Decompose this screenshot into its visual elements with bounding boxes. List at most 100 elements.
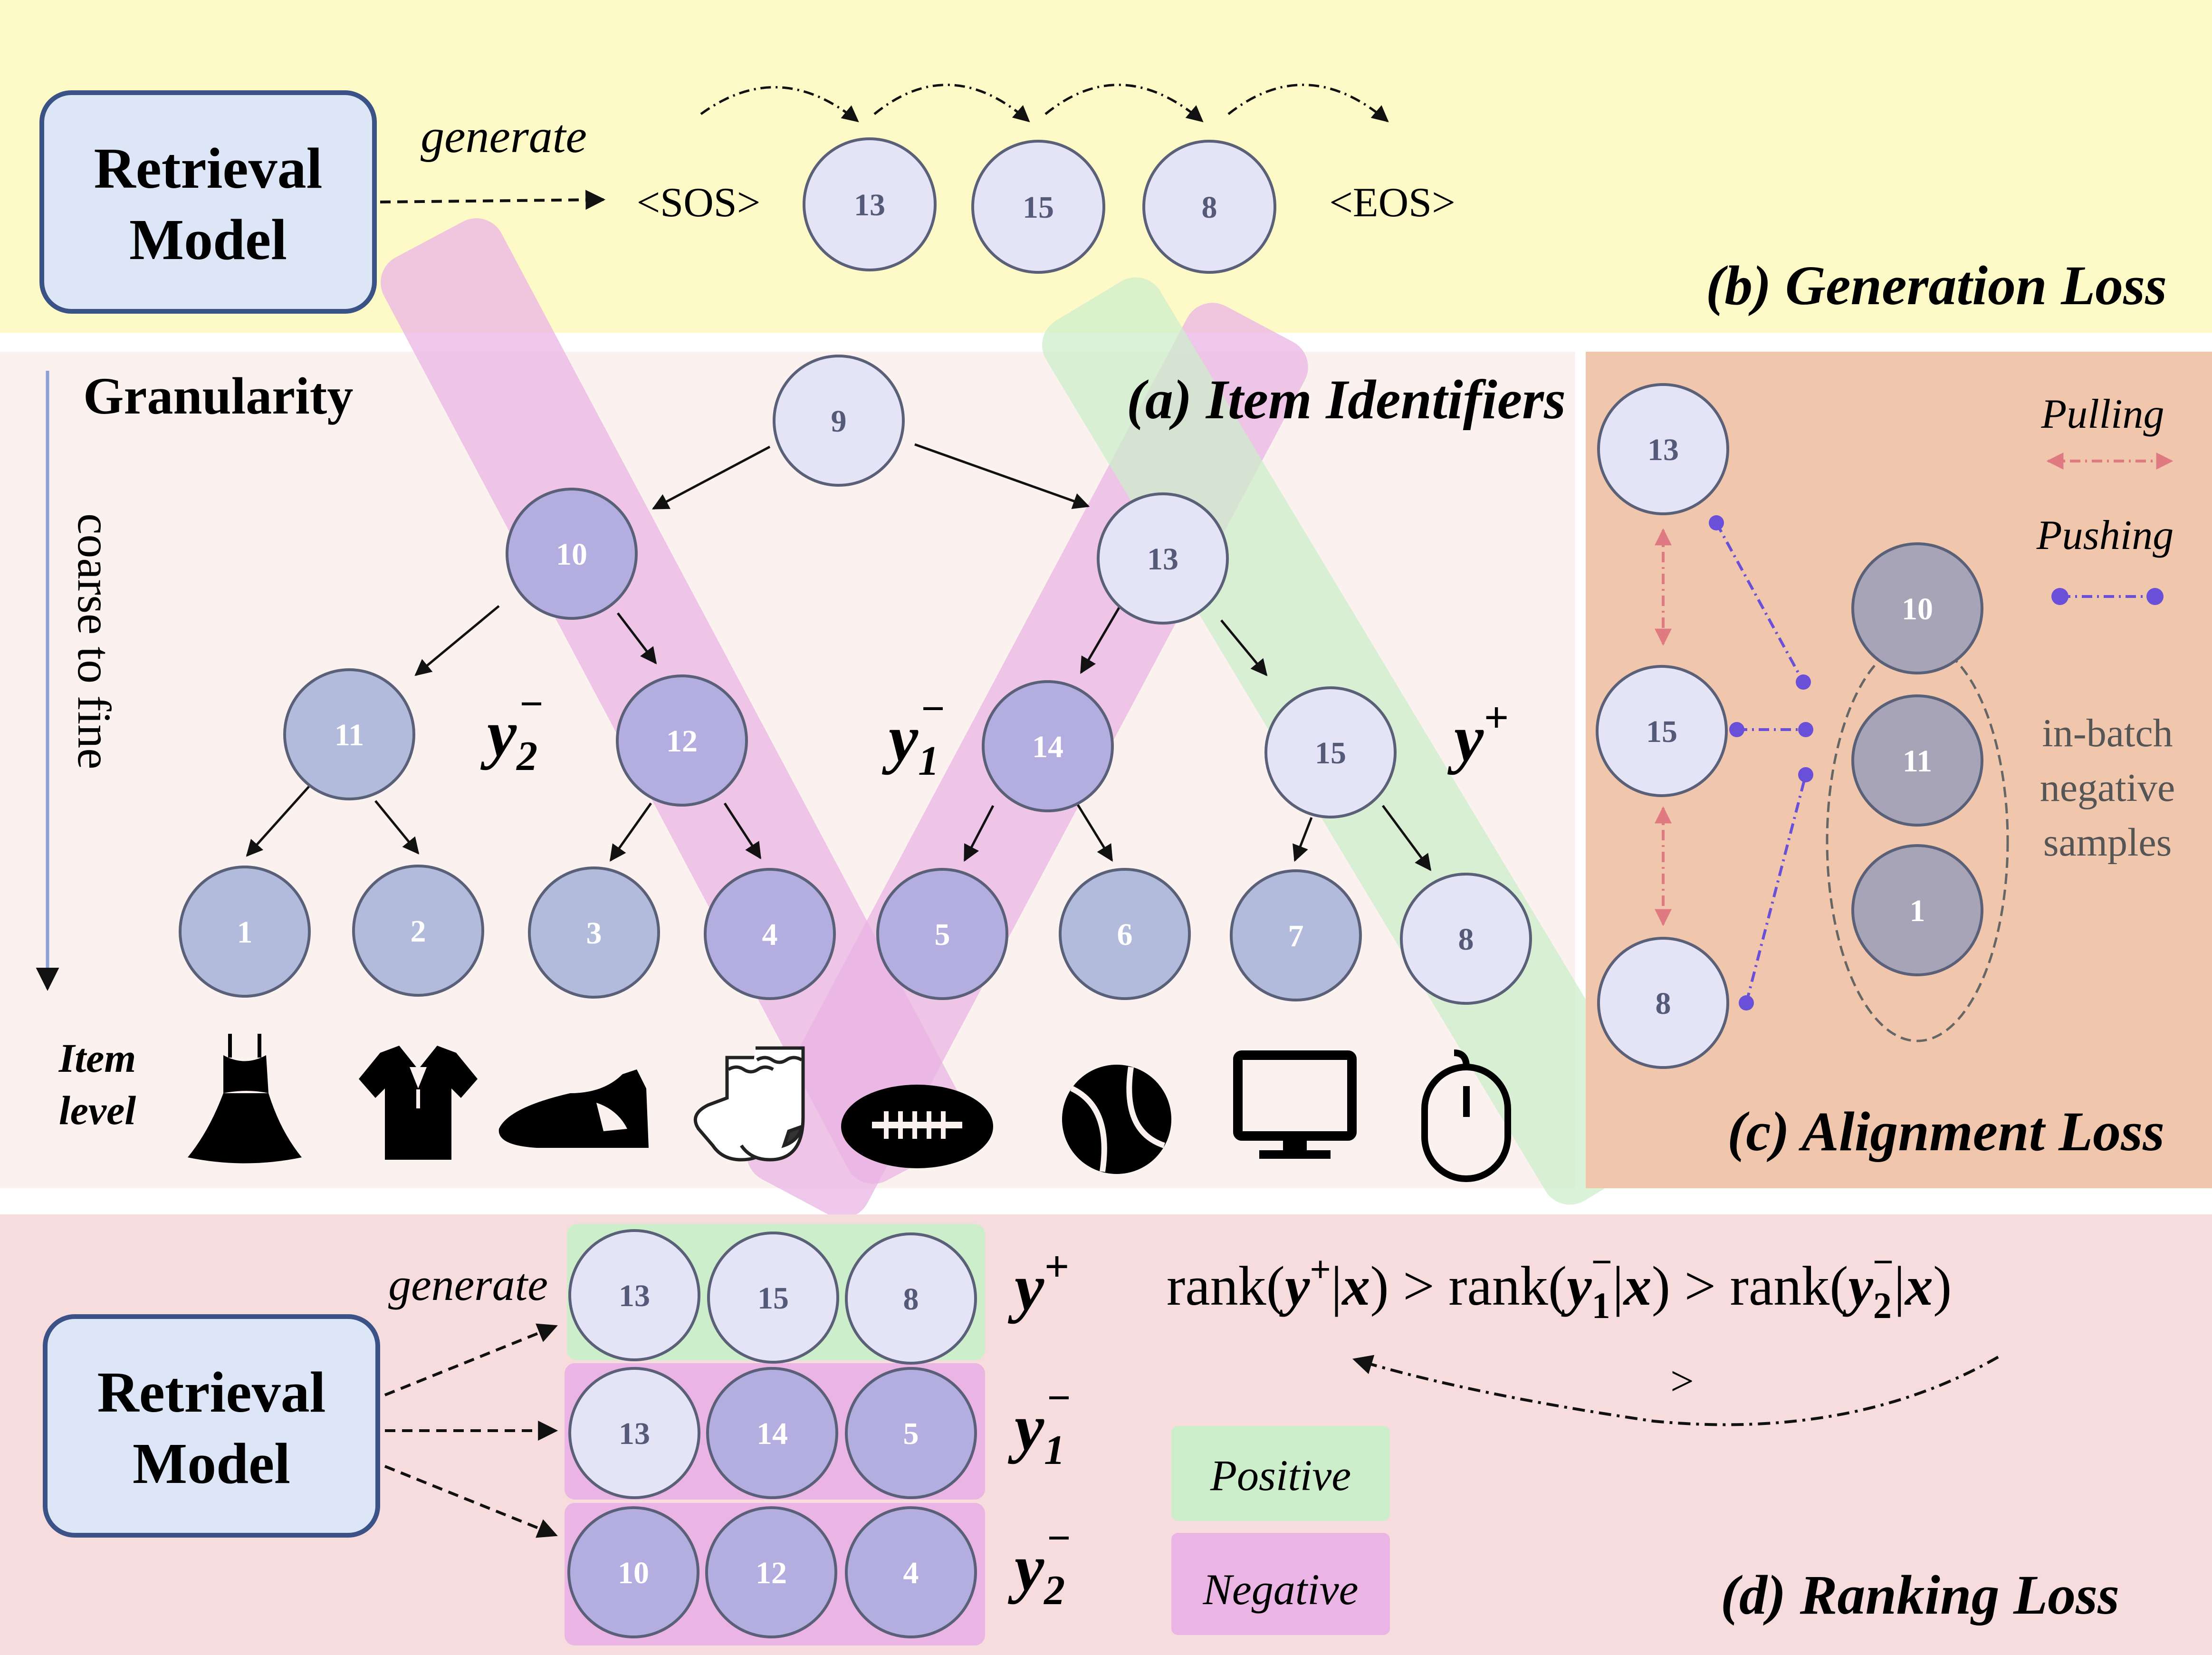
rank-row-negative-2: 10 12 4: [567, 1506, 977, 1638]
svg-text:12: 12: [756, 1556, 787, 1590]
svg-text:8: 8: [1458, 922, 1474, 957]
granularity-label: Granularity: [83, 367, 353, 425]
mouse-icon: [1421, 1049, 1511, 1182]
football-icon: [841, 1085, 993, 1168]
tree-leaf-4: 4: [704, 868, 836, 1000]
svg-text:11: 11: [335, 718, 364, 752]
polo-shirt-icon: [359, 1046, 478, 1160]
svg-text:15: 15: [1646, 714, 1677, 749]
tree-leaf-3: 3: [528, 866, 660, 999]
tree-leaf-6: 6: [1059, 868, 1191, 1000]
svg-text:5: 5: [903, 1416, 919, 1451]
svg-text:8: 8: [1202, 190, 1217, 225]
rank-row-positive: 13 15 8: [568, 1229, 977, 1365]
svg-text:1: 1: [237, 915, 253, 950]
socks-icon: [693, 1046, 805, 1162]
coarse-to-fine-label: coarse to fine: [68, 513, 121, 770]
svg-text:6: 6: [1117, 917, 1133, 952]
tree-node-14: 14: [982, 680, 1114, 812]
svg-text:15: 15: [1315, 736, 1346, 770]
legend-positive-label: Positive: [1210, 1451, 1351, 1500]
tree-leaf-1: 1: [179, 866, 311, 998]
tree-edges: [246, 443, 1432, 871]
svg-text:10: 10: [618, 1556, 649, 1590]
in-batch-label-line2: negative: [2040, 766, 2175, 810]
svg-text:7: 7: [1288, 919, 1304, 953]
retrieval-model-box-d: [43, 1314, 380, 1538]
generate-arrow-b: [380, 190, 606, 210]
item-level-label-line1: Item: [58, 1035, 136, 1081]
legend-positive-swatch: [1171, 1426, 1390, 1521]
gen-curve-arrow-2: [873, 84, 1030, 123]
pulling-label: Pulling: [2040, 391, 2164, 437]
negative-node-11: 11: [1851, 694, 1983, 827]
negative-node-1: 1: [1851, 844, 1983, 976]
eos-token: <EOS>: [1329, 180, 1456, 226]
svg-text:9: 9: [831, 404, 847, 439]
tennis-ball-icon: [1062, 1065, 1171, 1174]
panel-d-title: (d) Ranking Loss: [1721, 1564, 2119, 1626]
svg-text:15: 15: [1023, 190, 1054, 225]
tree-leaf-7: 7: [1230, 869, 1362, 1001]
tree-node-12: 12: [616, 674, 748, 807]
svg-text:2: 2: [411, 914, 426, 949]
pushing-lines: [1709, 515, 1813, 1010]
svg-text:4: 4: [903, 1556, 919, 1590]
retrieval-model-label-d-line1: Retrieval: [97, 1360, 326, 1424]
svg-text:13: 13: [854, 188, 885, 222]
generate-label-b: generate: [421, 110, 587, 163]
tree-node-15: 15: [1264, 686, 1397, 818]
tree-node-11: 11: [283, 668, 415, 800]
svg-text:4: 4: [762, 917, 778, 952]
shoe-icon: [498, 1069, 649, 1148]
tree-node-9: 9: [773, 355, 905, 487]
svg-text:15: 15: [757, 1281, 789, 1316]
generate-arrows-d: [384, 1323, 558, 1538]
gen-curve-arrow-3: [1044, 84, 1204, 123]
align-node-8: 8: [1597, 937, 1729, 1069]
panel-c-title: (c) Alignment Loss: [1727, 1100, 2164, 1163]
svg-text:13: 13: [1647, 433, 1679, 467]
dress-icon: [188, 1034, 302, 1164]
gen-token-8: 8: [1142, 140, 1276, 274]
svg-text:13: 13: [619, 1416, 650, 1451]
pushing-legend-line: [2051, 588, 2164, 605]
gen-curve-arrow-4: [1227, 84, 1389, 123]
rank-row-negative-1: 13 14 5: [568, 1367, 977, 1499]
svg-text:8: 8: [903, 1282, 919, 1317]
tree-node-13: 13: [1097, 492, 1229, 625]
gen-token-15: 15: [971, 140, 1105, 274]
svg-text:13: 13: [1147, 542, 1178, 577]
gen-curve-arrow-1: [700, 86, 859, 123]
monitor-icon: [1233, 1050, 1357, 1159]
in-batch-ellipse: [1826, 640, 2009, 1042]
panel-a-title: (a) Item Identifiers: [1127, 368, 1566, 431]
retrieval-model-label-b-line2: Model: [129, 208, 287, 272]
rank-expression: rank(y+|x) > rank(y1−|x) > rank(y2−|x): [1167, 1241, 1952, 1326]
negative-node-10: 10: [1851, 542, 1983, 674]
in-batch-label-line1: in-batch: [2042, 711, 2173, 755]
item-level-label-line2: level: [59, 1087, 136, 1133]
tree-leaf-2: 2: [352, 865, 484, 997]
align-node-13: 13: [1597, 383, 1729, 515]
tree-leaf-8: 8: [1400, 873, 1532, 1005]
pushing-label: Pushing: [2036, 512, 2174, 558]
align-node-15: 15: [1596, 665, 1728, 797]
retrieval-model-label-d-line2: Model: [133, 1432, 290, 1496]
rank-curve-arrow: [1352, 1355, 1999, 1426]
svg-text:11: 11: [1903, 744, 1932, 779]
sos-token: <SOS>: [637, 180, 761, 226]
legend-negative-swatch: [1171, 1533, 1390, 1635]
gen-token-13: 13: [803, 137, 937, 271]
svg-text:14: 14: [1032, 730, 1063, 764]
svg-text:10: 10: [1902, 592, 1933, 626]
tree-leaf-5: 5: [876, 868, 1008, 1000]
svg-text:5: 5: [935, 917, 950, 952]
retrieval-model-box-b: [39, 90, 377, 314]
svg-text:8: 8: [1656, 986, 1671, 1021]
svg-text:13: 13: [619, 1279, 650, 1313]
generate-label-d: generate: [388, 1259, 548, 1310]
greater-than-symbol: >: [1670, 1358, 1694, 1405]
panel-b-title: (b) Generation Loss: [1706, 254, 2167, 317]
